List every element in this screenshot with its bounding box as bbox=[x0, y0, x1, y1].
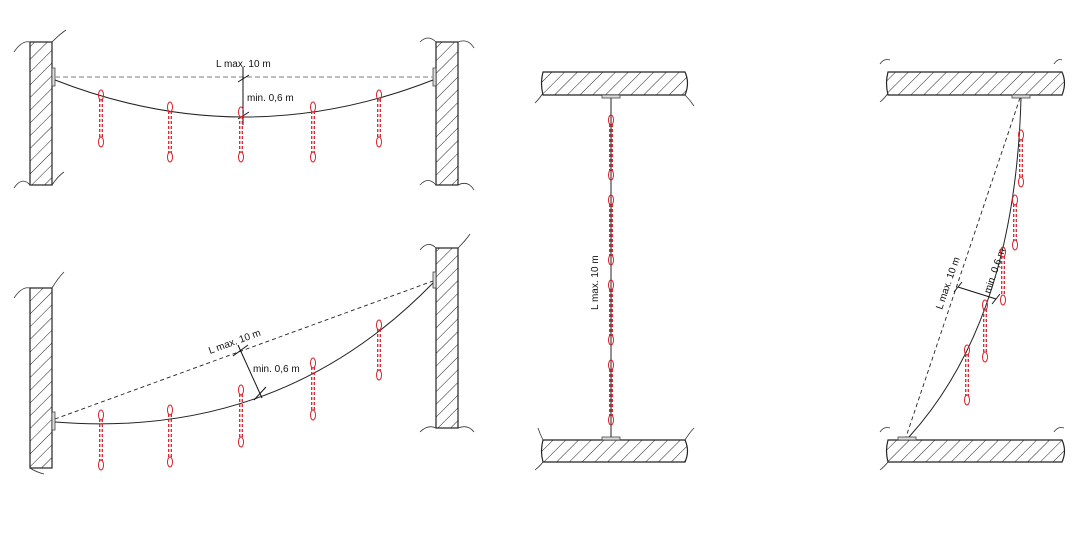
hanger-top-cap bbox=[98, 409, 104, 421]
dimension-tick bbox=[232, 344, 249, 357]
cable-hanger bbox=[608, 279, 614, 346]
cable-hanger bbox=[1000, 246, 1006, 306]
support-cable bbox=[54, 79, 434, 118]
cable-hanger bbox=[1018, 129, 1024, 188]
cable-hanger bbox=[238, 384, 244, 448]
cable-hanger bbox=[167, 404, 173, 468]
hanger-top-cap bbox=[1018, 129, 1024, 141]
hanger-bottom-cap bbox=[310, 409, 316, 421]
hanger-bottom-cap bbox=[98, 459, 104, 471]
cable-hanger bbox=[608, 359, 614, 426]
chord-line bbox=[54, 280, 434, 420]
cable-hanger bbox=[238, 106, 244, 163]
dimension-tick bbox=[953, 281, 963, 293]
right-wall bbox=[435, 41, 459, 186]
cable-hanger bbox=[376, 89, 382, 148]
cable-hanger bbox=[982, 299, 988, 363]
hanger-top-cap bbox=[376, 89, 382, 101]
hanger-bottom-cap bbox=[310, 151, 316, 163]
hanger-bottom-cap bbox=[376, 136, 382, 148]
hanger-bottom-cap bbox=[238, 436, 244, 448]
hanger-top-cap bbox=[1000, 246, 1006, 258]
hanger-bottom-cap bbox=[608, 254, 614, 266]
hanger-top-cap bbox=[238, 384, 244, 396]
break-lines bbox=[13, 29, 475, 191]
cable-hanger bbox=[310, 357, 316, 421]
anchor-plate bbox=[51, 411, 56, 431]
cable-hanger bbox=[608, 194, 614, 266]
hanger-top-cap bbox=[1012, 194, 1018, 206]
hanger-bottom-cap bbox=[608, 334, 614, 346]
hanger-bottom-cap bbox=[608, 414, 614, 426]
bottom-slab bbox=[885, 439, 1066, 463]
hanger-bottom-cap bbox=[608, 169, 614, 181]
anchor-plate bbox=[432, 271, 437, 289]
hanger-top-cap bbox=[167, 404, 173, 416]
dimension-tick bbox=[237, 74, 250, 83]
sag-label: min. 0,6 m bbox=[247, 93, 294, 104]
cable-hanger bbox=[1012, 194, 1018, 251]
cable-hanger bbox=[98, 89, 104, 148]
hanger-top-cap bbox=[608, 194, 614, 206]
hanger-top-cap bbox=[964, 344, 970, 356]
cable-hanger bbox=[376, 319, 382, 381]
panel-vertical: L max. 10 m bbox=[534, 71, 695, 471]
sag-label: min. 0,6 m bbox=[253, 364, 300, 375]
hanger-bottom-cap bbox=[98, 136, 104, 148]
panel-diagonal: L max. 10 m min. 0,6 m bbox=[879, 59, 1066, 471]
hanger-top-cap bbox=[167, 101, 173, 113]
hanger-top-cap bbox=[310, 357, 316, 369]
hanger-bottom-cap bbox=[376, 369, 382, 381]
length-label: L max. 10 m bbox=[934, 256, 962, 311]
left-wall bbox=[29, 41, 53, 186]
panel-horizontal-inclined: L max. 10 m min. 0,6 m bbox=[13, 233, 475, 475]
top-slab bbox=[885, 71, 1066, 96]
break-lines bbox=[534, 92, 695, 471]
cable-hanger bbox=[964, 344, 970, 406]
hanger-top-cap bbox=[608, 114, 614, 126]
hanger-top-cap bbox=[608, 359, 614, 371]
length-label: L max. 10 m bbox=[590, 255, 601, 310]
panel-horizontal-level: L max. 10 m min. 0,6 m bbox=[13, 29, 475, 191]
length-label: L max. 10 m bbox=[216, 59, 271, 70]
cable-hanger bbox=[608, 114, 614, 181]
bottom-slab bbox=[540, 439, 689, 463]
hanger-top-cap bbox=[310, 101, 316, 113]
hanger-bottom-cap bbox=[982, 351, 988, 363]
hanger-bottom-cap bbox=[964, 394, 970, 406]
top-slab bbox=[540, 71, 689, 96]
sag-dimension-line bbox=[957, 286, 997, 300]
anchor-plate bbox=[432, 67, 437, 87]
chord-line bbox=[905, 97, 1021, 438]
anchor-plate bbox=[51, 67, 56, 87]
sag-dimension-line bbox=[237, 344, 263, 399]
left-wall bbox=[29, 287, 53, 469]
dimension-tick bbox=[253, 386, 267, 401]
hanger-bottom-cap bbox=[167, 151, 173, 163]
anchor-plate bbox=[601, 436, 621, 441]
hanger-top-cap bbox=[376, 319, 382, 331]
length-label: L max. 10 m bbox=[207, 328, 262, 357]
hanger-bottom-cap bbox=[1012, 239, 1018, 251]
cable-hanger bbox=[167, 101, 173, 163]
support-cable bbox=[908, 97, 1022, 438]
hanger-bottom-cap bbox=[167, 456, 173, 468]
anchor-plate bbox=[1011, 94, 1031, 99]
break-lines bbox=[13, 233, 475, 475]
hanger-top-cap bbox=[982, 299, 988, 311]
anchor-plate bbox=[601, 94, 621, 99]
anchor-plate bbox=[897, 436, 917, 441]
hanger-bottom-cap bbox=[1000, 294, 1006, 306]
cable-hanger bbox=[98, 409, 104, 471]
cable-hanger bbox=[310, 101, 316, 163]
hanger-top-cap bbox=[608, 279, 614, 291]
hanger-top-cap bbox=[238, 106, 244, 118]
break-lines bbox=[879, 59, 1065, 471]
right-wall bbox=[435, 247, 459, 429]
support-cable bbox=[54, 282, 434, 425]
hanger-bottom-cap bbox=[238, 151, 244, 163]
hanger-top-cap bbox=[98, 89, 104, 101]
dimension-tick bbox=[991, 293, 1001, 305]
hanger-bottom-cap bbox=[1018, 176, 1024, 188]
